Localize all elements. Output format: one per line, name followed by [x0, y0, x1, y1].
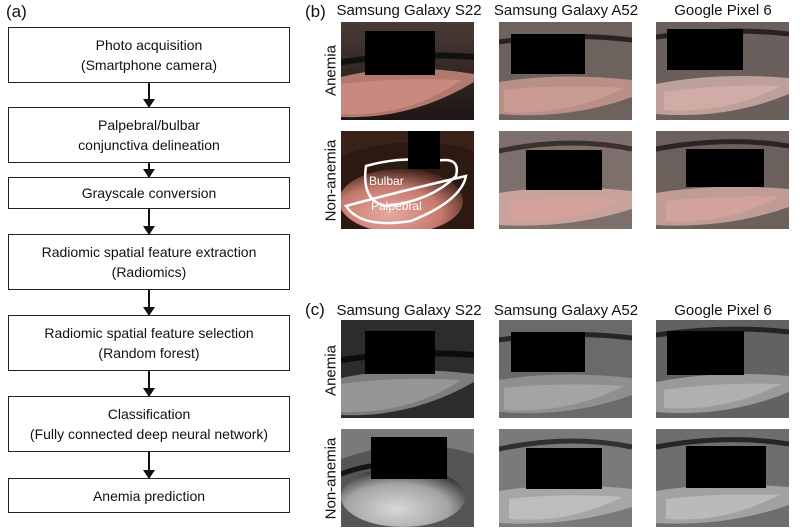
panel-label-c: (c) [305, 300, 325, 319]
redaction-box [526, 150, 602, 190]
redaction-box [686, 446, 766, 488]
step-conjunctiva-delineation: Palpebral/bulbar conjunctiva delineation [8, 107, 290, 163]
redaction-box [408, 131, 440, 169]
panel-label-a: (a) [6, 2, 27, 21]
photo-color-anemia-a52 [499, 22, 632, 120]
photo-color-anemia-pixel6 [656, 22, 789, 120]
flow-arrow [143, 452, 155, 479]
photo-color-anemia-s22 [341, 22, 474, 120]
flow-arrow [143, 290, 155, 316]
device-title-a52-gray: Samsung Galaxy A52 [493, 302, 639, 319]
panel-label-b: (b) [305, 2, 326, 21]
photo-gray-anemia-a52 [499, 320, 632, 418]
step-subtitle: (Radiomics) [111, 264, 187, 280]
step-title: Radiomic spatial feature extraction [41, 244, 257, 260]
step-photo-acquisition: Photo acquisition (Smartphone camera) [8, 27, 290, 83]
row-label-anemia: Anemia [322, 45, 340, 96]
redaction-box [371, 437, 447, 479]
photo-color-non-anemia-pixel6 [656, 131, 789, 229]
photo-color-non-anemia-a52 [499, 131, 632, 229]
step-title: Radiomic spatial feature selection [44, 325, 254, 341]
step-anemia-prediction: Anemia prediction [8, 478, 290, 513]
photo-gray-non-anemia-pixel6 [656, 429, 789, 527]
step-title: Photo acquisition [95, 37, 203, 53]
flow-arrow [143, 163, 155, 178]
device-title-s22-gray: Samsung Galaxy S22 [336, 302, 482, 319]
step-feature-extraction: Radiomic spatial feature extraction (Rad… [8, 234, 290, 290]
annotation-palpebral: Palpebral [371, 199, 422, 213]
step-title: Grayscale conversion [81, 185, 217, 201]
step-classification: Classification (Fully connected deep neu… [8, 396, 290, 452]
step-title: Classification [107, 406, 191, 422]
redaction-box [365, 331, 435, 374]
step-subtitle: (Smartphone camera) [80, 57, 218, 73]
photo-color-non-anemia-s22: Bulbar Palpebral [341, 131, 474, 229]
step-subtitle: (Fully connected deep neural network) [29, 426, 269, 442]
step-title: Anemia prediction [92, 487, 206, 504]
photo-gray-anemia-s22 [341, 320, 474, 418]
step-feature-selection: Radiomic spatial feature selection (Rand… [8, 315, 290, 371]
redaction-box [526, 448, 602, 489]
step-title: Palpebral/bulbar [98, 117, 200, 133]
row-label-non-anemia: Non-anemia [322, 139, 340, 222]
annotation-bulbar: Bulbar [369, 174, 404, 188]
device-title-pixel6: Google Pixel 6 [674, 2, 772, 19]
flow-arrow [143, 83, 155, 108]
redaction-box [365, 31, 435, 75]
redaction-box [667, 331, 744, 375]
device-title-a52: Samsung Galaxy A52 [493, 2, 639, 19]
flow-arrow [143, 371, 155, 397]
photo-gray-anemia-pixel6 [656, 320, 789, 418]
redaction-box [511, 332, 585, 372]
step-subtitle: (Random forest) [98, 345, 200, 361]
row-label-anemia-gray: Anemia [322, 345, 340, 396]
step-grayscale-conversion: Grayscale conversion [8, 177, 290, 209]
row-label-non-anemia-gray: Non-anemia [322, 437, 340, 520]
step-subtitle: conjunctiva delineation [78, 137, 220, 153]
device-title-pixel6-gray: Google Pixel 6 [674, 302, 772, 319]
flow-arrow [143, 209, 155, 235]
redaction-box [667, 29, 743, 70]
photo-gray-non-anemia-a52 [499, 429, 632, 527]
photo-gray-non-anemia-s22 [341, 429, 474, 527]
device-title-s22: Samsung Galaxy S22 [336, 2, 482, 19]
redaction-box [686, 149, 764, 187]
redaction-box [511, 34, 585, 74]
